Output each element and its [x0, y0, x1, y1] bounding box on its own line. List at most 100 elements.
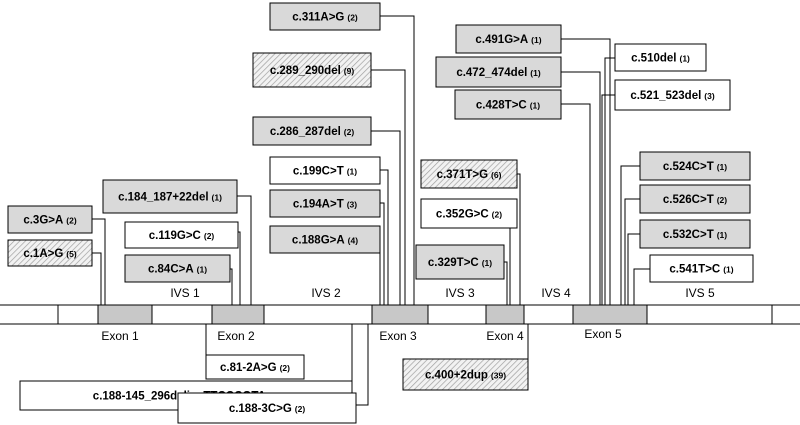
mutation-label: c.329T>C(1)	[428, 257, 492, 269]
region-label-ivs1: IVS 1	[170, 286, 200, 300]
mutation-name: c.188G>A	[292, 235, 345, 247]
mutation-box-m286: c.286_287del(2)	[252, 116, 372, 146]
mutation-box-m371: c.371T>G(6)	[420, 159, 518, 189]
mutation-count: (1)	[347, 167, 358, 177]
connector-line	[620, 165, 640, 305]
mutation-label: c.526C>T(2)	[663, 194, 727, 206]
connector-line	[92, 252, 102, 305]
mutation-count: (1)	[212, 193, 223, 203]
mutation-box-m194: c.194A>T(3)	[269, 189, 381, 218]
mutation-name: c.286_287del	[270, 126, 341, 138]
mutation-box-frame	[177, 392, 357, 424]
mutation-boxes: c.311A>G(2)c.289_290del(9)c.286_287del(2…	[7, 2, 754, 424]
mutation-box-m532: c.532C>T(1)	[639, 219, 751, 249]
mutation-count: (3)	[704, 91, 715, 101]
exon-block-exon4	[485, 304, 525, 325]
mutation-box-frame	[124, 221, 239, 249]
mutation-box-m199: c.199C>T(1)	[269, 156, 381, 185]
mutation-count: (39)	[491, 371, 506, 381]
mutation-box-frame	[7, 239, 93, 267]
mutation-label: c.472_474del(1)	[456, 67, 541, 79]
mutation-box-frame	[639, 219, 751, 249]
mutation-count: (1)	[530, 68, 541, 78]
mutation-label: c.188-3C>G(2)	[229, 403, 306, 415]
mutation-name: c.1A>G	[23, 248, 63, 260]
mutation-name: c.311A>G	[292, 12, 344, 24]
mutation-name: c.491G>A	[475, 34, 528, 46]
mutation-box-m81: c.81-2A>G(2)	[205, 354, 305, 380]
mutation-box-m428: c.428T>C(1)	[454, 89, 562, 120]
connector-line	[517, 173, 521, 305]
mutation-box-m510: c.510del(1)	[614, 43, 707, 72]
mutation-label: c.194A>T(3)	[293, 199, 357, 211]
mutation-box-frame	[415, 244, 505, 280]
mutation-count: (6)	[491, 170, 502, 180]
mutation-count: (1)	[197, 265, 208, 275]
mutation-name: c.199C>T	[293, 166, 344, 178]
region-label-ivs3: IVS 3	[445, 286, 475, 300]
mutation-name: c.289_290del	[270, 65, 341, 77]
mutation-count: (1)	[531, 35, 542, 45]
mutation-box-frame	[420, 159, 518, 189]
connector-line	[356, 324, 369, 406]
mutation-name: c.428T>C	[476, 100, 527, 112]
mutation-box-m188: c.188G>A(4)	[269, 225, 381, 254]
connector-line	[230, 268, 233, 305]
mutation-label: c.289_290del(9)	[270, 65, 355, 77]
mutation-label: c.532C>T(1)	[663, 229, 727, 241]
mutation-box-frame	[102, 179, 238, 214]
mutation-label: c.428T>C(1)	[476, 100, 540, 112]
mutation-box-m521: c.521_523del(3)	[614, 79, 731, 111]
mutation-count: (3)	[347, 200, 358, 210]
mutation-box-frame	[435, 56, 562, 88]
mutation-name: c.184_187+22del	[118, 192, 208, 204]
mutation-count: (4)	[348, 236, 359, 246]
connector-line	[504, 261, 508, 305]
mutation-box-frame	[402, 358, 529, 391]
mutation-box-frame	[614, 43, 707, 72]
mutation-box-m188_3: c.188-3C>G(2)	[177, 392, 357, 424]
mutation-box-frame	[614, 79, 731, 111]
mutation-name: c.329T>C	[428, 257, 479, 269]
mutation-count: (2)	[717, 195, 728, 205]
mutation-label: c.400+2dup(39)	[425, 370, 506, 382]
mutation-box-frame	[124, 254, 231, 283]
mutation-box-frame	[7, 205, 93, 234]
mutation-box-frame	[269, 156, 381, 185]
mutation-box-frame	[269, 2, 381, 31]
connector-line	[633, 268, 650, 305]
mutation-name: c.188-3C>G	[229, 403, 292, 415]
mutation-box-frame	[269, 189, 381, 218]
mutation-count: (1)	[717, 162, 728, 172]
mutation-name: c.194A>T	[293, 199, 344, 211]
mutation-name: c.119G>C	[149, 230, 201, 242]
connector-line	[92, 218, 106, 305]
mutation-box-frame	[455, 24, 562, 54]
mutation-box-m184: c.184_187+22del (1)	[102, 179, 238, 214]
connector-line	[561, 38, 611, 305]
mutation-name: c.524C>T	[663, 161, 714, 173]
mutation-box-frame	[269, 225, 381, 254]
connector-line	[380, 169, 389, 305]
mutation-box-m352: c.352G>C(2)	[420, 198, 518, 229]
mutation-count: (1)	[680, 54, 691, 64]
mutation-count: (2)	[492, 210, 503, 220]
connector-line	[380, 202, 385, 305]
region-label-ivs5: IVS 5	[685, 286, 715, 300]
mutation-box-m472: c.472_474del(1)	[435, 56, 562, 88]
mutation-box-frame	[639, 184, 751, 214]
region-label-ivs2: IVS 2	[311, 286, 341, 300]
region-label-exon2: Exon 2	[217, 329, 255, 343]
connector-line	[624, 198, 640, 305]
exon-block-exon5	[572, 304, 648, 325]
mutation-label: c.188G>A(4)	[292, 235, 358, 247]
connector-line	[561, 103, 591, 305]
mutation-count: (1)	[717, 230, 728, 240]
exons-layer	[97, 304, 648, 325]
connector-line	[601, 94, 615, 305]
mutation-box-m524: c.524C>T(1)	[639, 151, 751, 181]
mutation-name: c.371T>G	[437, 169, 489, 181]
mutation-box-m491: c.491G>A(1)	[455, 24, 562, 54]
